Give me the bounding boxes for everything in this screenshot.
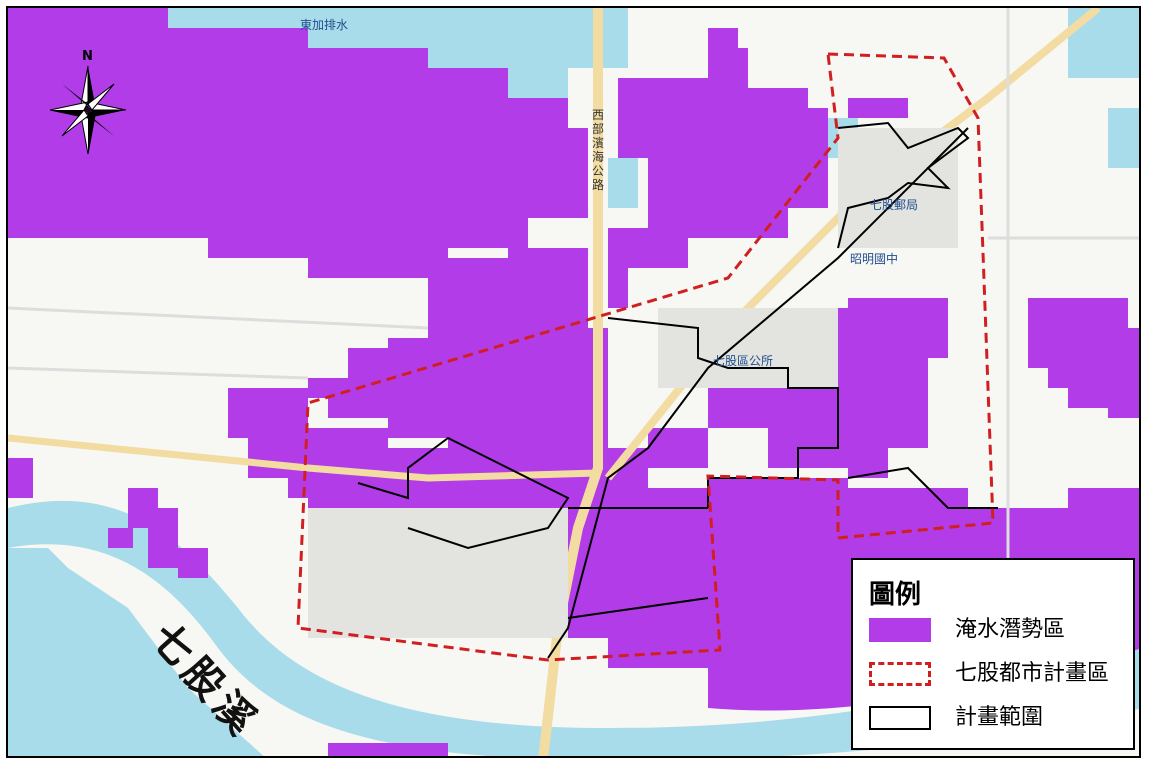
plan-outline-west <box>357 436 570 550</box>
left-fish-ponds <box>8 548 264 756</box>
settlement-west <box>308 508 568 638</box>
urban-plan-dashed-swatch-icon <box>869 662 931 686</box>
flood-northwest <box>8 8 588 278</box>
flood-southwest <box>128 488 208 578</box>
settlements <box>308 128 958 638</box>
map-frame: 東加排水 西部濱海公路 七股郵局 昭明國中 七股區公所 七股溪 N 圖例 淹水潛… <box>6 6 1141 758</box>
settlement-north <box>838 128 958 248</box>
west-road <box>8 434 599 482</box>
legend-item-plan-area: 計畫範圍 <box>869 704 1129 734</box>
flood-block-a <box>708 28 738 58</box>
compass-rose-icon: N <box>48 48 128 158</box>
drainage-label: 東加排水 <box>300 18 349 32</box>
legend-item-flood: 淹水潛勢區 <box>869 616 1129 646</box>
pond-right-2 <box>1108 108 1139 168</box>
post-office-label: 七股郵局 <box>870 198 919 212</box>
pond-mid-2 <box>608 158 638 208</box>
plan-area-outline-swatch-icon <box>869 706 931 730</box>
river-qigu <box>8 500 1139 756</box>
highway-61 <box>538 8 603 756</box>
school-label: 昭明國中 <box>850 252 899 266</box>
top-fish-ponds <box>168 8 628 98</box>
legend-item-label: 計畫範圍 <box>955 705 1044 730</box>
flood-block-e <box>108 528 133 548</box>
flood-east <box>1028 298 1139 418</box>
flood-central <box>308 248 948 488</box>
plan-area-outlines <box>357 121 998 659</box>
legend-item-label: 七股都市計畫區 <box>955 661 1110 686</box>
legend-title: 圖例 <box>869 580 922 610</box>
minor-road-2 <box>8 306 429 330</box>
flood-block-b <box>848 98 908 118</box>
legend-item-urban-plan: 七股都市計畫區 <box>869 660 1129 690</box>
highway-label: 西部濱海公路 <box>592 108 605 192</box>
minor-road-1 <box>8 366 309 380</box>
flood-block-d <box>328 743 448 756</box>
legend-item-label: 淹水潛勢區 <box>955 617 1066 642</box>
settlement-center <box>658 308 838 388</box>
plan-outline-diagonal <box>547 127 969 659</box>
compass-north-label: N <box>82 49 93 64</box>
plan-outline-south <box>567 466 998 619</box>
township-office-label: 七股區公所 <box>713 354 774 368</box>
flood-west <box>228 388 568 528</box>
flood-north-central <box>608 48 828 308</box>
legend: 圖例 淹水潛勢區 七股都市計畫區 計畫範圍 <box>851 558 1135 750</box>
plan-outline-center <box>607 317 839 508</box>
flood-block-c <box>8 458 33 498</box>
flood-swatch-icon <box>869 618 931 642</box>
map-canvas <box>8 8 1139 756</box>
